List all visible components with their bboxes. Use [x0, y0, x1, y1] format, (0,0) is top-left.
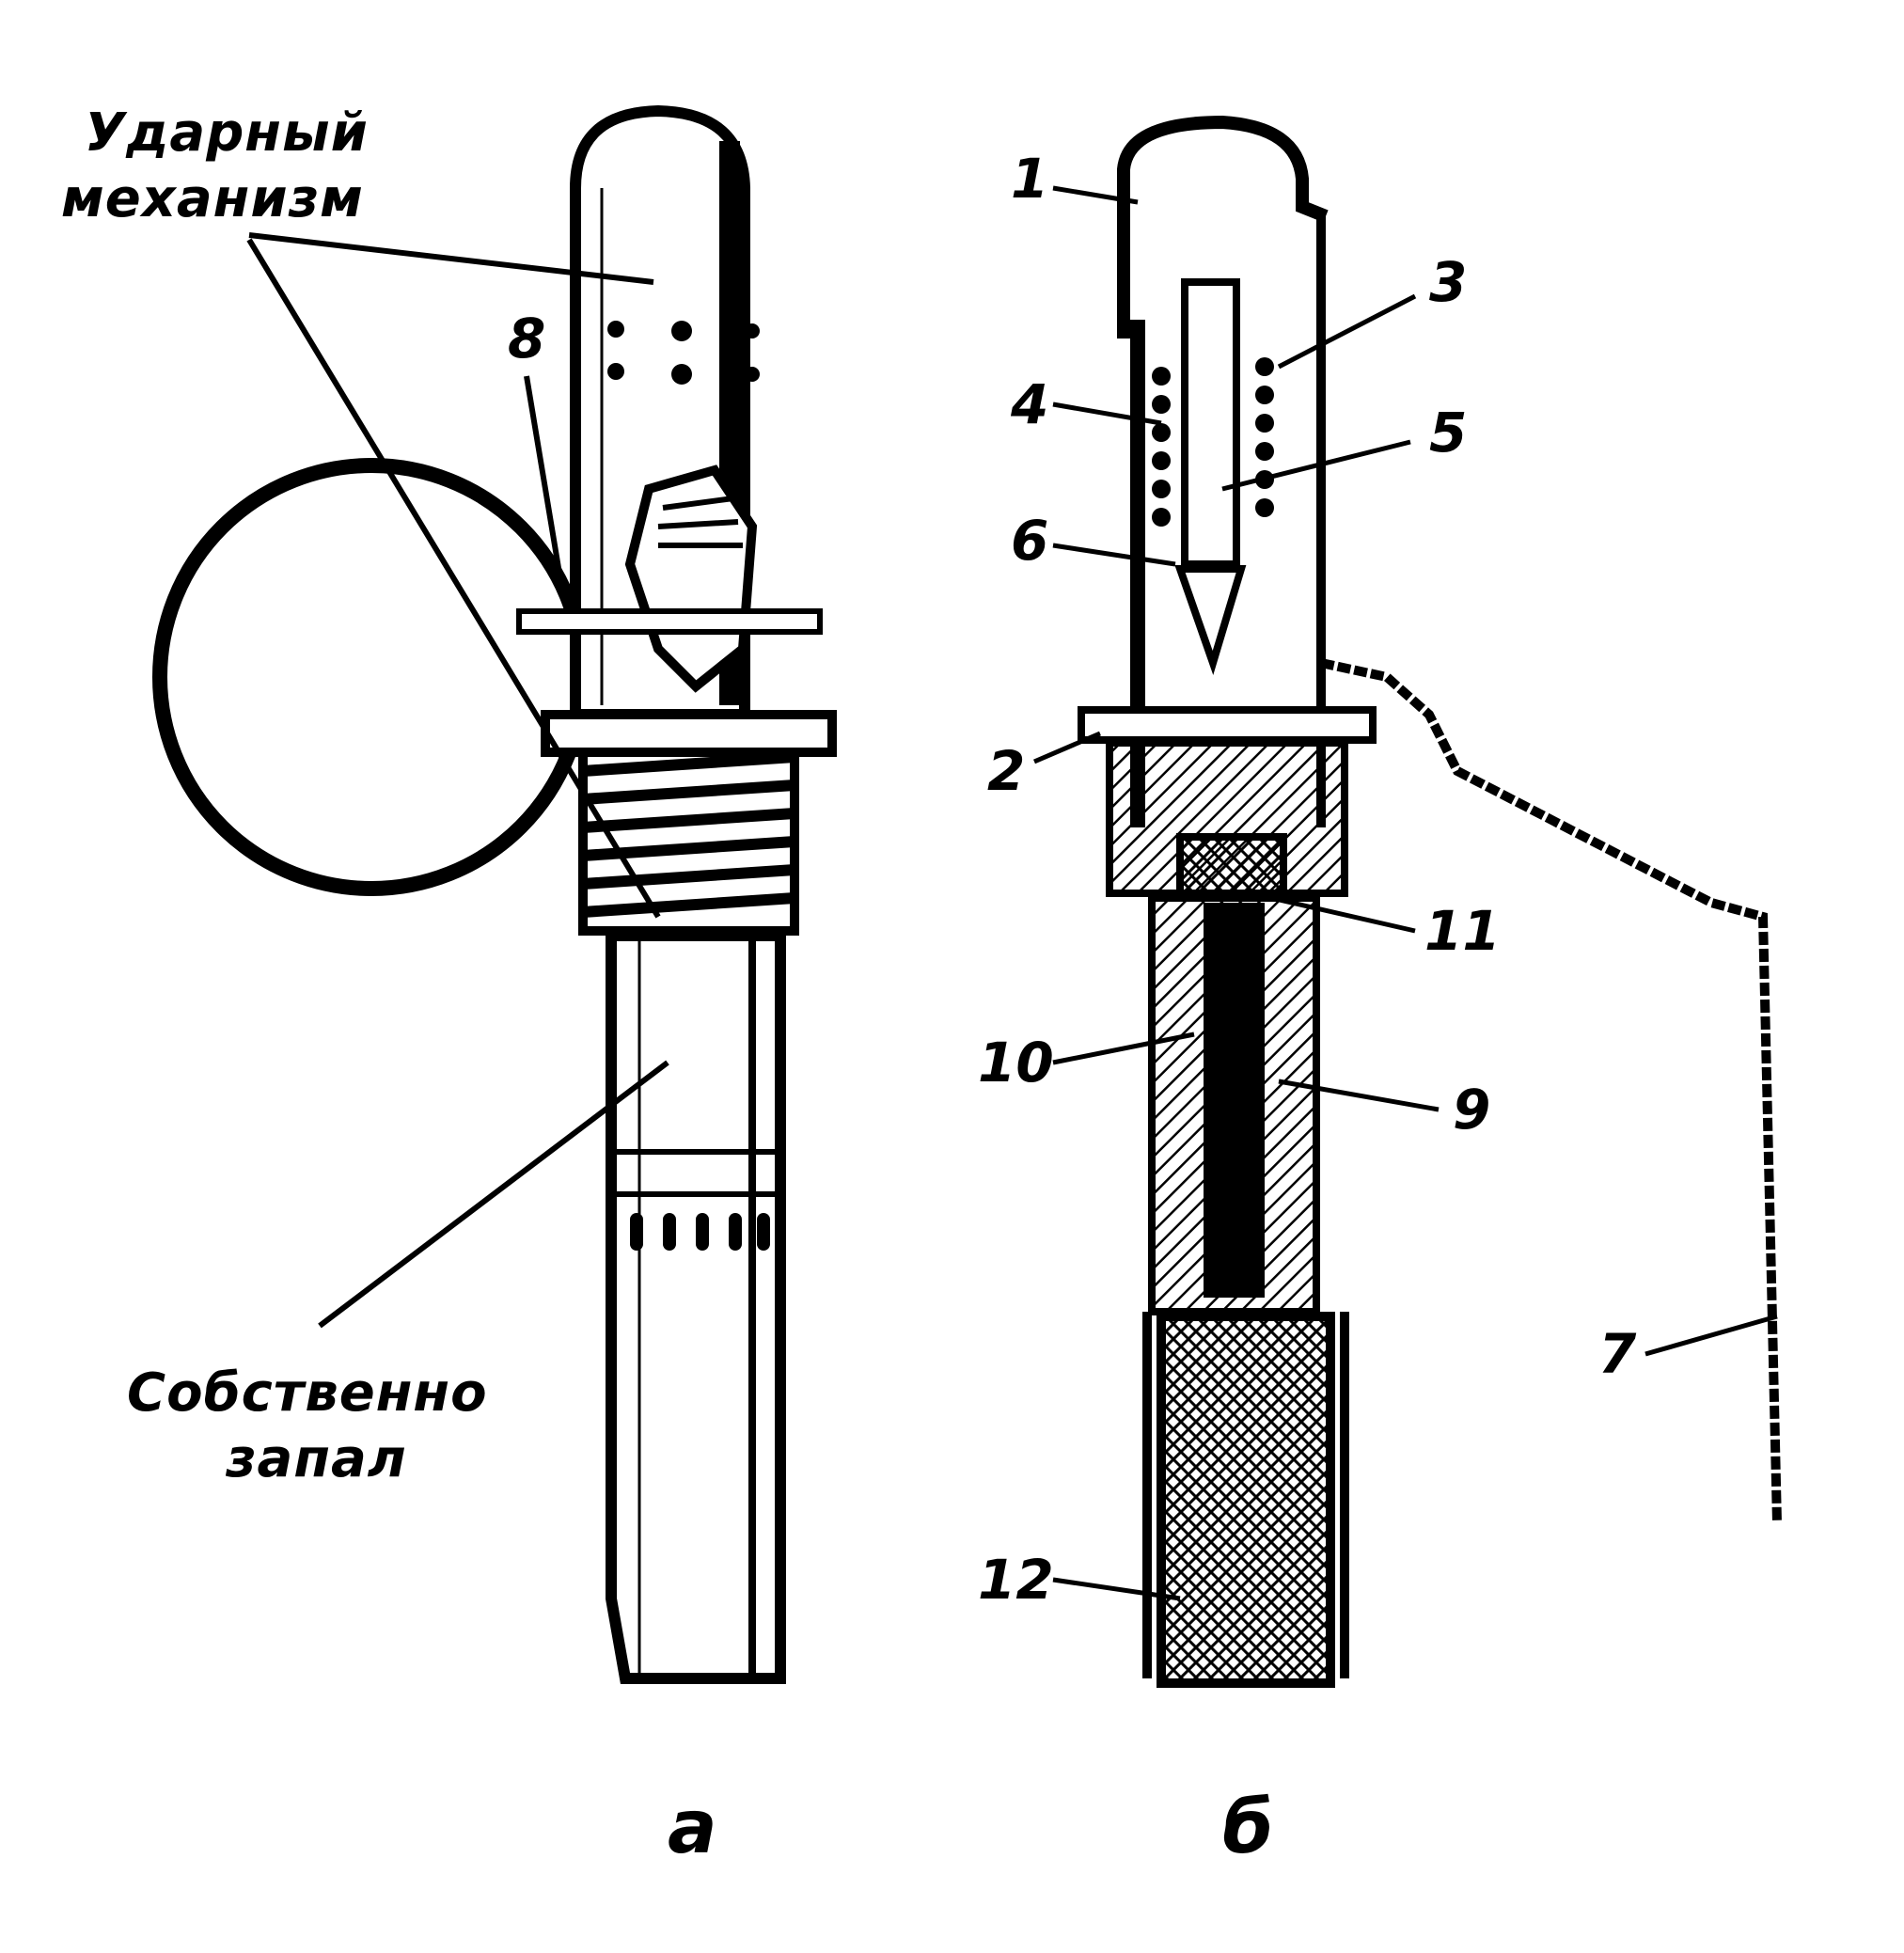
callout-9: 9: [1453, 1078, 1490, 1142]
callout-6: 6: [1011, 509, 1048, 573]
leader-5: [1221, 439, 1411, 492]
callout-3: 3: [1429, 250, 1467, 314]
leader-striker-1: [248, 232, 654, 285]
cap: [1117, 115, 1329, 339]
label-fuse-line1: Собственно: [127, 1362, 488, 1424]
leader-fuse-proper: [318, 1060, 669, 1329]
leader-10: [1052, 1032, 1195, 1065]
detonator: [1157, 1312, 1335, 1688]
callout-5: 5: [1429, 401, 1467, 465]
vent-holes: [607, 321, 760, 385]
leader-1: [1052, 185, 1139, 205]
firing-pin: [1181, 278, 1240, 568]
leader-7: [1644, 1314, 1778, 1357]
callout-7: 7: [1598, 1322, 1637, 1386]
caption-b: б: [1222, 1786, 1273, 1870]
leader-3: [1277, 293, 1417, 370]
pull-ring: [152, 458, 590, 896]
callout-2: 2: [987, 739, 1025, 803]
delay-composition: [1204, 903, 1265, 1298]
thread: [582, 751, 795, 918]
spring: [1152, 357, 1274, 527]
sleeve-flange: [1078, 706, 1377, 744]
leader-12: [1052, 1577, 1181, 1601]
leader-striker-2: [246, 238, 661, 919]
fuse-sectional-view: 1 2 3 4 5 6 7 9 10 11 12 б: [978, 115, 1782, 1870]
collar: [541, 710, 837, 757]
leader-11: [1250, 890, 1416, 934]
callout-1: 1: [1011, 147, 1048, 211]
leader-9: [1278, 1079, 1440, 1112]
callout-11: 11: [1424, 899, 1501, 963]
caption-a: а: [668, 1786, 717, 1870]
callout-12: 12: [978, 1548, 1054, 1612]
safety-lever-7: [1319, 658, 1782, 1524]
striker-tip: [1174, 565, 1247, 675]
label-fuse-line2: запал: [225, 1428, 407, 1489]
label-striker-line2: механизм: [61, 168, 364, 229]
fuse-external-view: Ударный механизм 8 Собственно запал а: [61, 102, 837, 1870]
leader-2: [1033, 731, 1101, 764]
callout-8: 8: [508, 307, 545, 370]
callout-4: 4: [1010, 372, 1048, 436]
fuse-proper-body: [606, 930, 786, 1684]
primer: [1176, 833, 1287, 897]
leader-6: [1052, 543, 1176, 567]
leader-4: [1052, 402, 1162, 426]
leader-8: [524, 375, 567, 603]
crimp-holes: [630, 1213, 770, 1251]
callouts-b: 1 2 3 4 5 6 7 9 10 11 12: [978, 147, 1637, 1612]
label-striker-line1: Ударный: [85, 102, 369, 164]
callout-10: 10: [978, 1031, 1054, 1095]
